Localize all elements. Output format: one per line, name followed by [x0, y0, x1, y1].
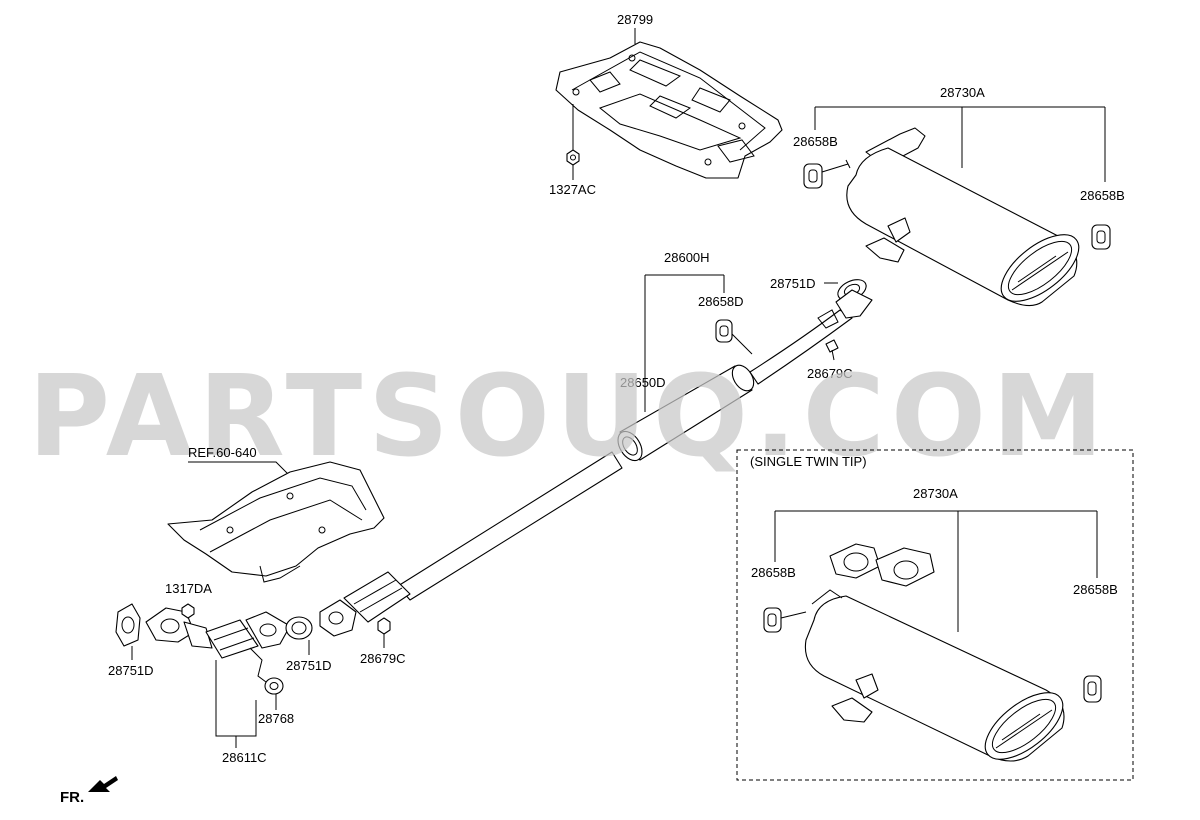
twin-hanger-left-part[interactable] [763, 607, 807, 633]
front-arrow-icon [88, 776, 118, 792]
label-gasket-front-mid: 28751D [286, 658, 332, 673]
bolt-front-flange-part[interactable] [181, 603, 195, 619]
main-muffler-part[interactable] [846, 127, 1090, 314]
twin-tip-variant-box [736, 449, 1134, 781]
twin-tip-box-title: (SINGLE TWIN TIP) [750, 454, 867, 469]
center-pipe-part[interactable] [397, 289, 873, 601]
watermark: PARTSOUQ.COM [28, 352, 1110, 482]
label-bolt-front-flange: 1317DA [165, 581, 212, 596]
hanger-right-part[interactable] [1091, 224, 1111, 250]
label-bolt-front: 28679C [360, 651, 406, 666]
front-pipe-part[interactable] [145, 607, 291, 683]
heat-shield-rear-part[interactable] [555, 41, 783, 179]
label-hanger-left: 28658B [793, 134, 838, 149]
label-hanger-right: 28658B [1080, 188, 1125, 203]
label-center-muffler: 28650D [620, 375, 666, 390]
label-twin-hanger-right: 28658B [1073, 582, 1118, 597]
bolt-rear-part[interactable] [825, 339, 839, 361]
front-indicator-label: FR. [60, 789, 84, 806]
twin-hanger-right-part[interactable] [1083, 675, 1102, 703]
hanger-left-part[interactable] [803, 159, 851, 189]
front-heat-shield-part[interactable] [167, 461, 385, 583]
bracket-28768-part[interactable] [264, 677, 284, 695]
label-twin-muffler-assy: 28730A [913, 486, 958, 501]
bolt-front-part[interactable] [377, 617, 391, 635]
label-nut-1327ac: 1327AC [549, 182, 596, 197]
catalytic-converter-part[interactable] [319, 571, 411, 637]
hanger-center-part[interactable] [715, 319, 753, 355]
label-center-pipe-assy: 28600H [664, 250, 710, 265]
label-hanger-center: 28658D [698, 294, 744, 309]
label-heat-shield-rear: 28799 [617, 12, 653, 27]
label-bolt-rear: 28679C [807, 366, 853, 381]
gasket-front-mid-part[interactable] [285, 616, 313, 640]
label-ref: REF.60-640 [188, 445, 257, 460]
label-front-pipe-assy: 28611C [222, 750, 267, 765]
twin-muffler-part[interactable] [804, 543, 1073, 772]
label-gasket-front-left: 28751D [108, 663, 154, 678]
label-bracket-28768: 28768 [258, 711, 294, 726]
label-muffler-assy: 28730A [940, 85, 985, 100]
nut-1327ac-part[interactable] [566, 149, 580, 166]
label-twin-hanger-left: 28658B [751, 565, 796, 580]
gasket-front-left-part[interactable] [115, 603, 141, 647]
label-gasket-rear: 28751D [770, 276, 816, 291]
